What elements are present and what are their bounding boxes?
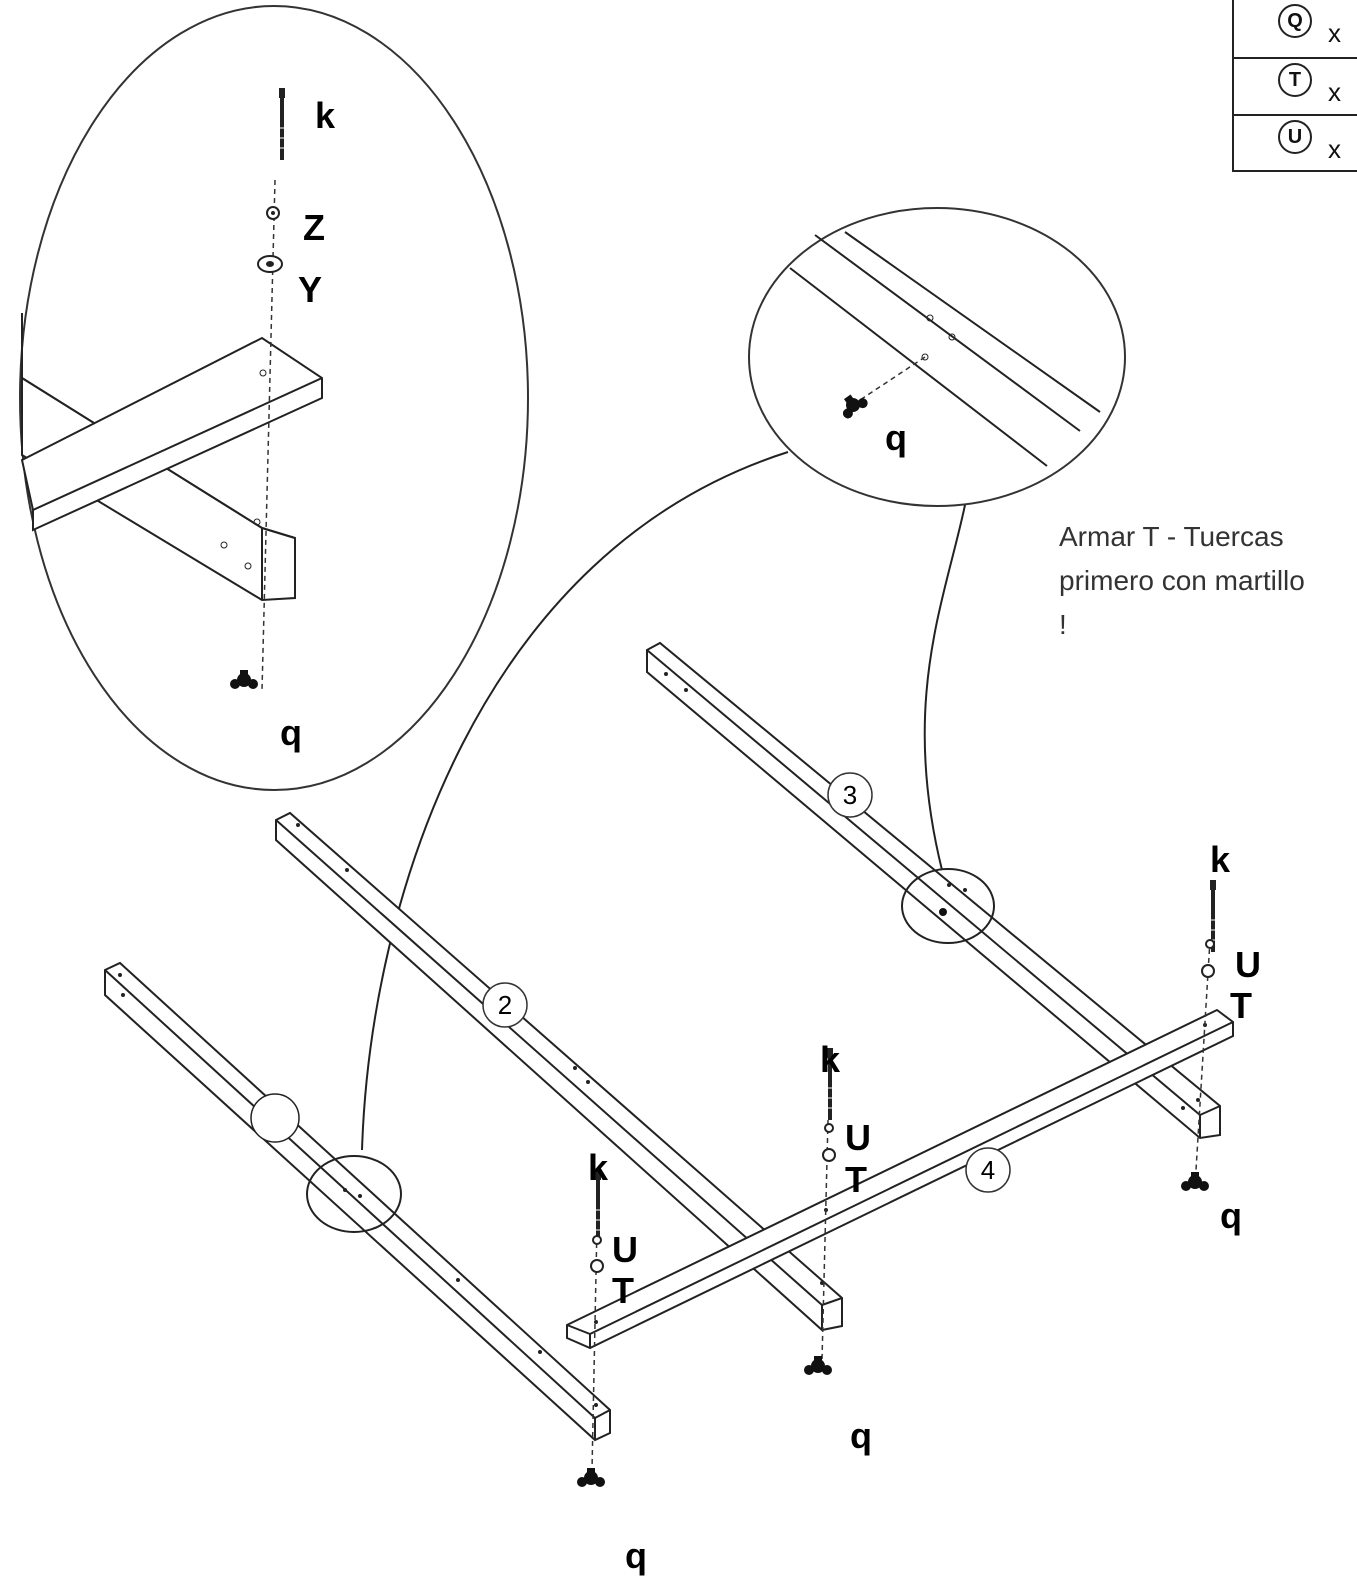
beam-number-2: 2 bbox=[482, 982, 528, 1028]
washer-icon bbox=[592, 1235, 602, 1245]
part-circle-q: Q bbox=[1278, 4, 1312, 38]
detail-right: q bbox=[748, 207, 1126, 507]
detail-marker bbox=[250, 1093, 300, 1143]
detail-left-beam-cross bbox=[20, 336, 323, 532]
part-qty: x bbox=[1328, 134, 1341, 164]
parts-row-t: T x bbox=[1234, 57, 1357, 114]
beam-number-3: 3 bbox=[827, 772, 873, 818]
svg-text:3: 3 bbox=[843, 780, 857, 810]
label-t: T bbox=[845, 1159, 867, 1200]
detail-marker bbox=[901, 868, 995, 944]
label-k: k bbox=[315, 95, 336, 136]
label-q: q bbox=[280, 712, 302, 753]
label-k: k bbox=[588, 1147, 609, 1188]
beam-1 bbox=[104, 961, 611, 1442]
beam-number-4: 4 bbox=[965, 1147, 1011, 1193]
label-t: T bbox=[1230, 985, 1252, 1026]
leader-curve-right bbox=[923, 504, 966, 871]
part-qty: x bbox=[1328, 18, 1341, 48]
label-u: U bbox=[845, 1117, 871, 1158]
svg-text:4: 4 bbox=[981, 1155, 995, 1185]
beam-4 bbox=[566, 1008, 1234, 1350]
label-q: q bbox=[625, 1535, 647, 1576]
tnut-icon bbox=[804, 1356, 832, 1375]
label-k: k bbox=[1210, 839, 1231, 880]
part-circle-u: U bbox=[1278, 120, 1312, 154]
label-q: q bbox=[885, 417, 907, 458]
leader-curve-left bbox=[361, 451, 789, 1151]
label-t: T bbox=[612, 1270, 634, 1311]
assembly-note: Armar T - Tuercas primero con martillo ! bbox=[1059, 521, 1305, 640]
detail-marker bbox=[306, 1155, 402, 1233]
label-y: Y bbox=[298, 269, 322, 310]
label-q: q bbox=[1220, 1195, 1242, 1236]
part-circle-t: T bbox=[1278, 63, 1312, 97]
washer-icon bbox=[1205, 939, 1215, 949]
label-q: q bbox=[850, 1415, 872, 1456]
label-k: k bbox=[820, 1039, 841, 1080]
parts-row-q: Q x bbox=[1234, 0, 1357, 57]
svg-text:2: 2 bbox=[498, 990, 512, 1020]
label-u: U bbox=[1235, 944, 1261, 985]
washer-icon bbox=[822, 1148, 836, 1162]
tnut-icon bbox=[577, 1468, 605, 1487]
beam-2 bbox=[275, 811, 843, 1332]
washer-icon bbox=[824, 1123, 834, 1133]
washer-icon bbox=[590, 1259, 604, 1273]
part-qty: x bbox=[1328, 77, 1341, 107]
washer-icon bbox=[1201, 964, 1215, 978]
label-u: U bbox=[612, 1229, 638, 1270]
label-z: Z bbox=[303, 207, 325, 248]
detail-left: k Z Y q bbox=[19, 5, 529, 791]
beam-3 bbox=[646, 641, 1221, 1140]
tnut-icon bbox=[1181, 1172, 1209, 1191]
parts-row-u: U x bbox=[1234, 114, 1357, 171]
parts-table: Q x T x U x bbox=[1232, 0, 1357, 172]
